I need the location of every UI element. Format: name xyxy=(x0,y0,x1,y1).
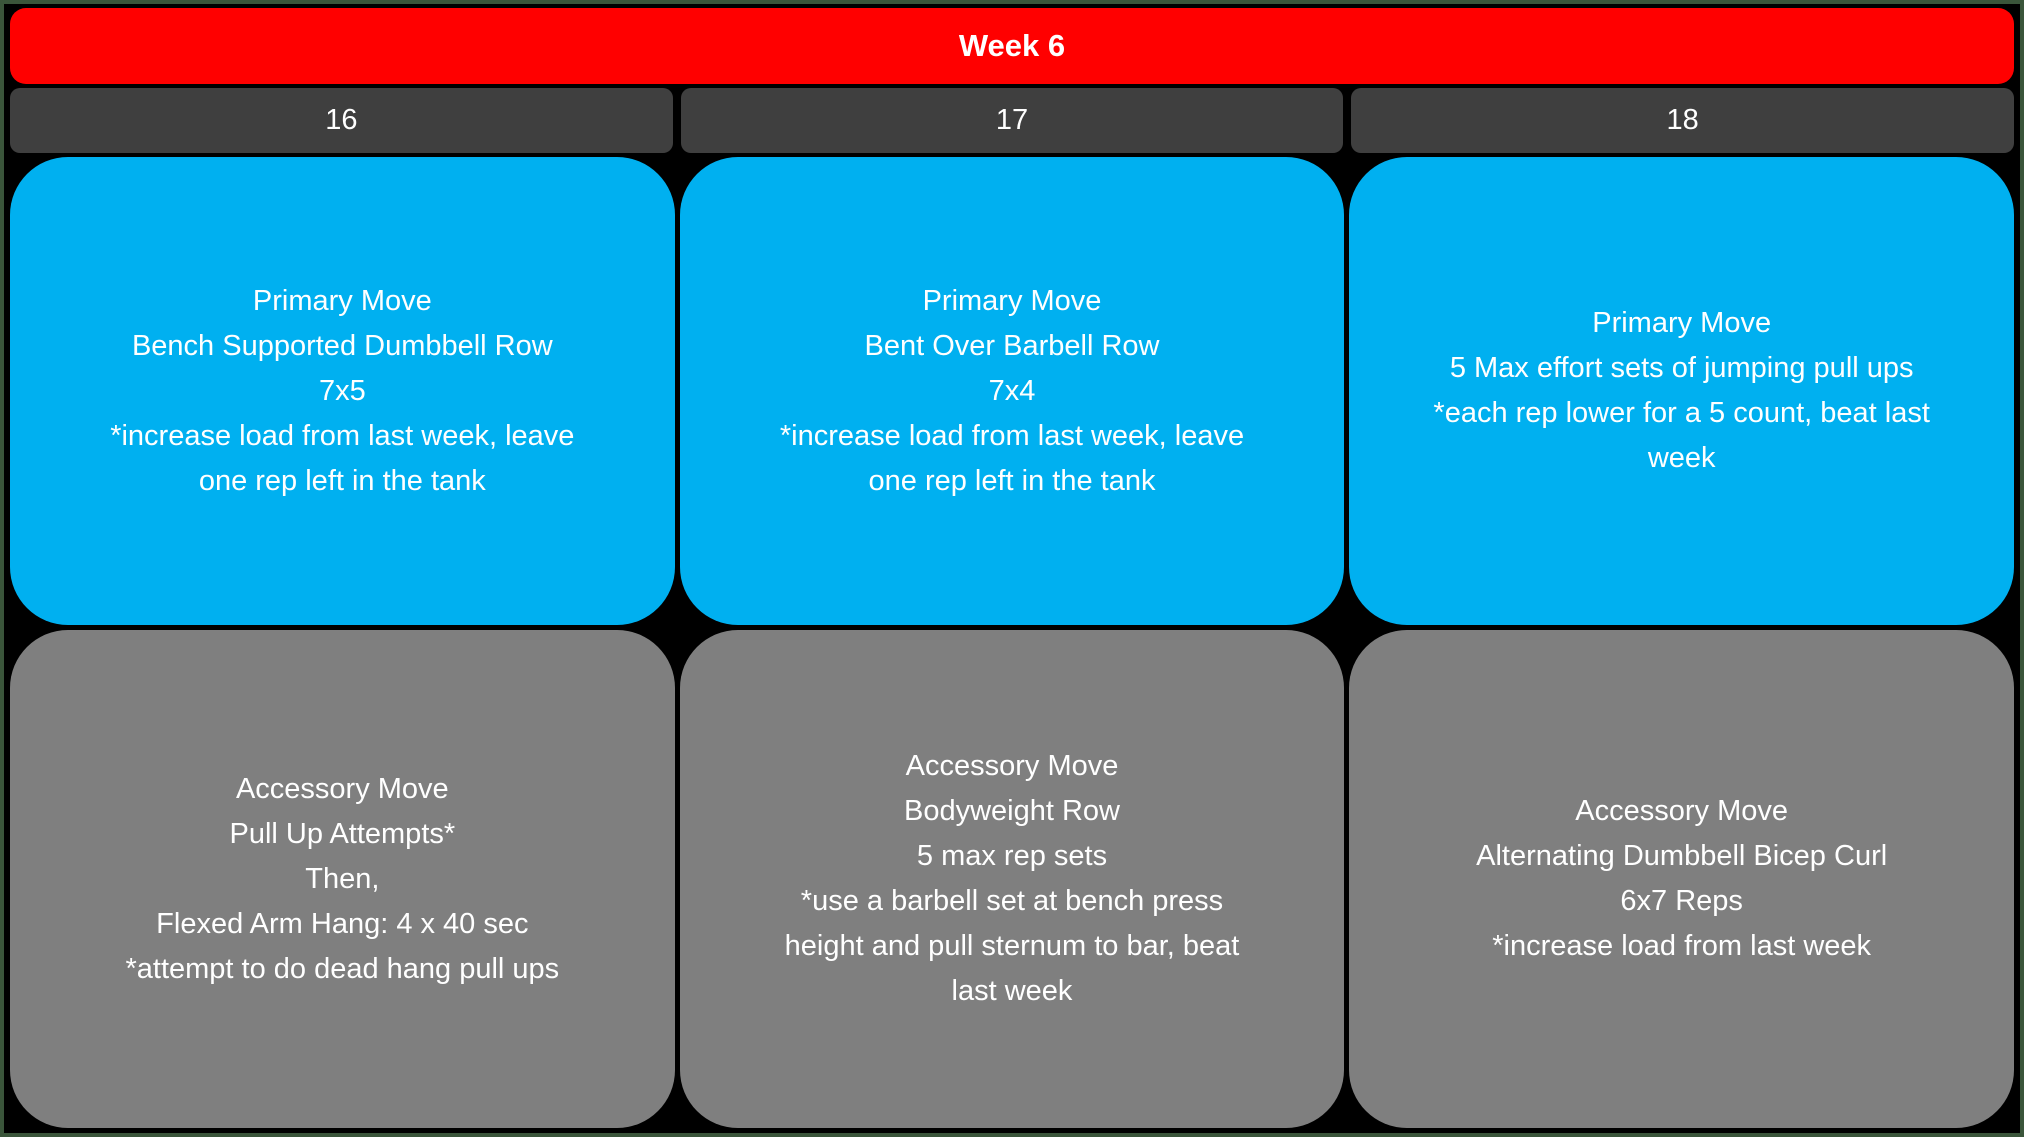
primary-move-card-day16: Primary Move Bench Supported Dumbbell Ro… xyxy=(10,157,675,625)
day-header-16: 16 xyxy=(10,88,673,153)
week-banner: Week 6 xyxy=(10,8,2014,84)
day-number: 17 xyxy=(995,104,1029,136)
week-banner-label: Week 6 xyxy=(958,28,1066,63)
primary-move-text: Primary Move 5 Max effort sets of jumpin… xyxy=(1433,307,1930,474)
day-number: 16 xyxy=(325,104,358,136)
accessory-move-text: Accessory Move Bodyweight Row 5 max rep … xyxy=(784,750,1240,1007)
accessory-move-row: Accessory Move Pull Up Attempts* Then, F… xyxy=(10,630,2014,1128)
accessory-move-text: Accessory Move Alternating Dumbbell Bice… xyxy=(1476,795,1888,962)
accessory-move-card-day18: Accessory Move Alternating Dumbbell Bice… xyxy=(1349,630,2014,1128)
primary-move-row: Primary Move Bench Supported Dumbbell Ro… xyxy=(10,157,2014,625)
accessory-move-card-day17: Accessory Move Bodyweight Row 5 max rep … xyxy=(679,630,1345,1128)
day-header-17: 17 xyxy=(680,88,1344,153)
primary-move-card-day17: Primary Move Bent Over Barbell Row 7x4 *… xyxy=(679,157,1345,625)
primary-move-text: Primary Move Bench Supported Dumbbell Ro… xyxy=(110,284,575,497)
accessory-move-text: Accessory Move Pull Up Attempts* Then, F… xyxy=(125,772,560,985)
day-header-18: 18 xyxy=(1351,88,2014,153)
primary-move-text: Primary Move Bent Over Barbell Row 7x4 *… xyxy=(779,284,1245,497)
primary-move-card-day18: Primary Move 5 Max effort sets of jumpin… xyxy=(1349,157,2014,625)
day-header-row: 16 17 18 xyxy=(10,88,2014,153)
accessory-move-card-day16: Accessory Move Pull Up Attempts* Then, F… xyxy=(10,630,675,1128)
day-number: 18 xyxy=(1666,104,1699,136)
